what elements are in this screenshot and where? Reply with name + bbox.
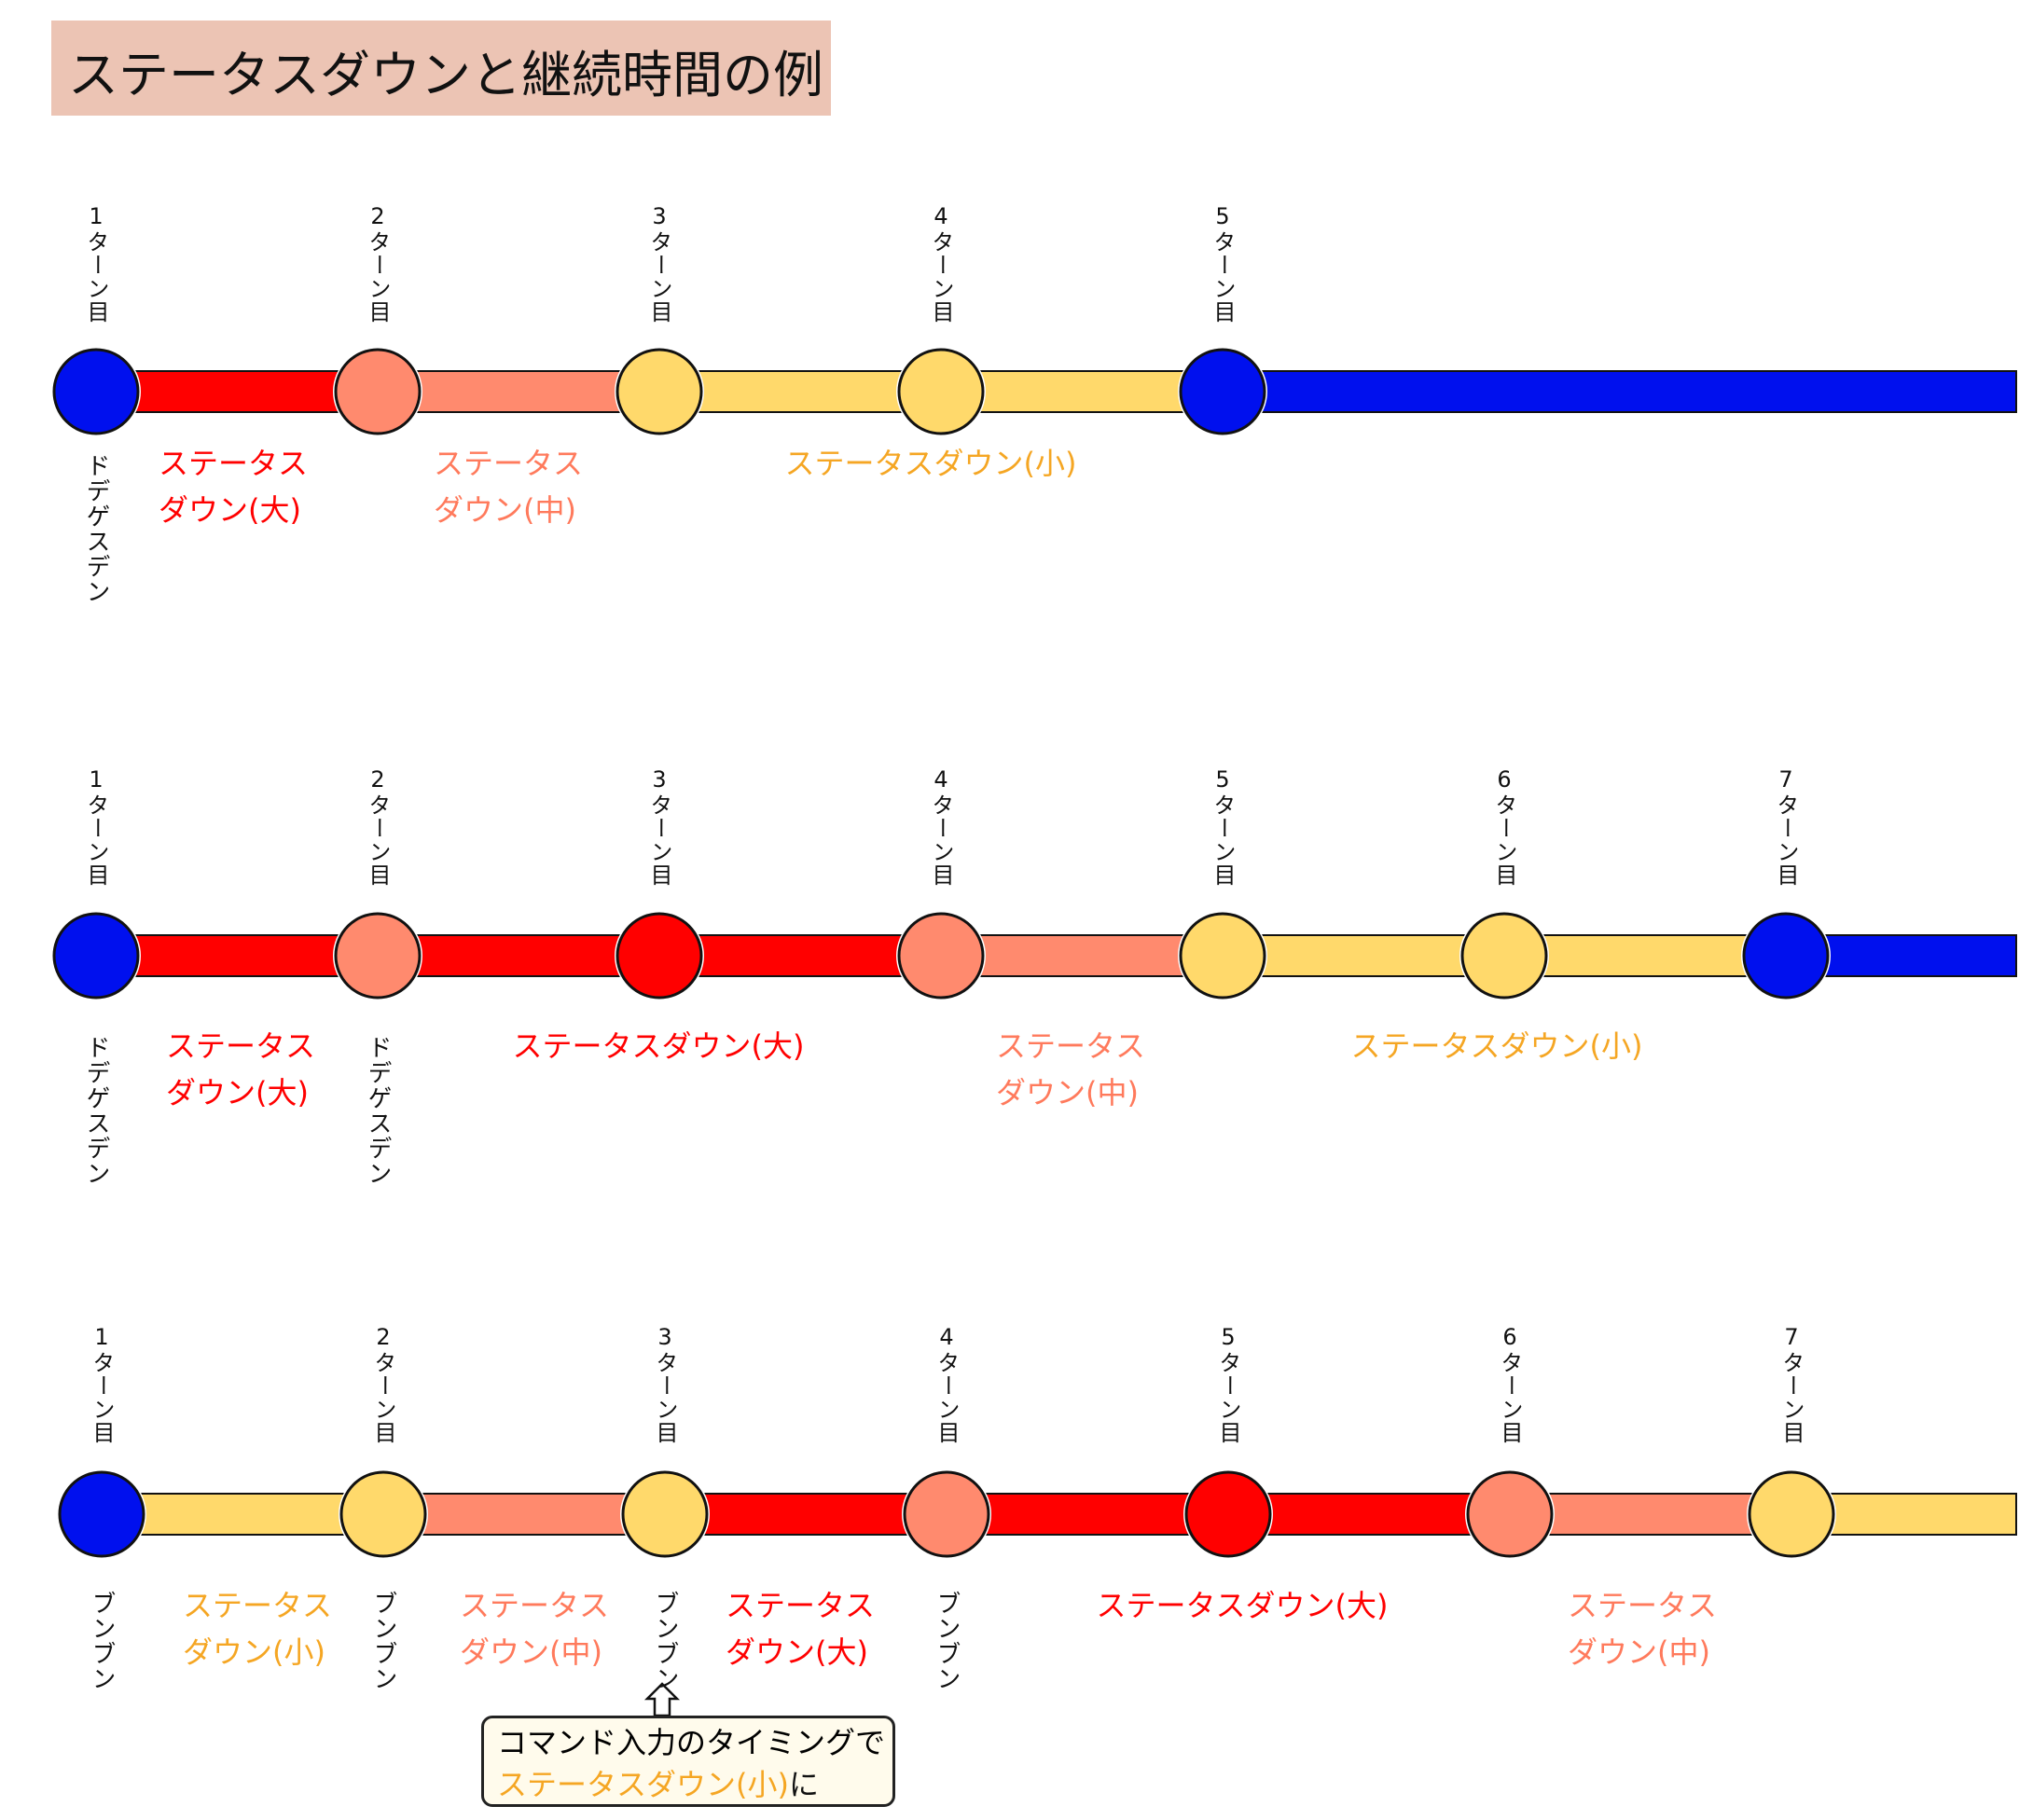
row2-status-label-3-line-2: ダウン(中) [995, 1075, 1139, 1110]
row3-node-3 [621, 1470, 709, 1558]
row3-segment-6 [1509, 1493, 1792, 1536]
row3-status-label-5-line-2: ダウン(中) [1567, 1634, 1710, 1670]
page-title: ステータスダウンと継続時間の例 [68, 46, 823, 104]
row2-segment-5 [1222, 934, 1505, 977]
row1-node-5 [1179, 348, 1266, 435]
row3-status-label-2-line-2: ダウン(中) [459, 1634, 602, 1670]
callout-line1: コマンド入力のタイミングで [497, 1725, 886, 1760]
row2-node-4 [897, 912, 985, 1000]
row2-status-label-4: ステータスダウン(小) [1351, 1023, 1643, 1069]
row1-node-4 [897, 348, 985, 435]
row1-node-1 [52, 348, 140, 435]
row3-segment-2 [382, 1493, 666, 1536]
row3-node-6 [1466, 1470, 1554, 1558]
row2-turn-label-2: 2ターン目 [365, 766, 391, 887]
row3-turn-label-2: 2ターン目 [370, 1324, 396, 1444]
row3-status-label-3: ステータスダウン(大) [726, 1582, 875, 1675]
row1-status-label-3-line-1: ステータスダウン(小) [784, 446, 1077, 481]
row3-status-label-2-line-1: ステータス [459, 1588, 610, 1623]
row3-status-label-5-line-1: ステータス [1567, 1588, 1718, 1623]
row1-status-label-2-line-1: ステータス [433, 446, 584, 481]
row1-turn-label-1: 1ターン目 [83, 203, 109, 324]
row3-turn-label-6: 6ターン目 [1497, 1324, 1523, 1444]
row2-node-1 [52, 912, 140, 1000]
row2-status-label-4-line-1: ステータスダウン(小) [1350, 1028, 1643, 1064]
row2-turn-label-5: 5ターン目 [1210, 766, 1236, 887]
row2-status-label-2-line-1: ステータスダウン(大) [512, 1028, 805, 1064]
callout-line2: ステータスダウン(小) [497, 1767, 789, 1802]
row3-status-label-2: ステータスダウン(中) [460, 1582, 609, 1675]
row3-move-label-3: ブンブン [651, 1591, 679, 1691]
row1-turn-label-3: 3ターン目 [646, 203, 672, 324]
row3-segment-5 [1227, 1493, 1511, 1536]
row1-segment-3 [658, 370, 942, 413]
row2-turn-label-1: 1ターン目 [83, 766, 109, 887]
row1-status-label-2-line-2: ダウン(中) [433, 492, 576, 528]
row1-node-2 [334, 348, 422, 435]
row2-status-label-1-line-1: ステータス [165, 1028, 316, 1064]
row1-turn-label-4: 4ターン目 [928, 203, 954, 324]
row1-status-label-3: ステータスダウン(小) [785, 440, 1077, 487]
row3-node-1 [58, 1470, 145, 1558]
row2-node-3 [615, 912, 703, 1000]
row2-move-label-2: ドデゲスデン [364, 1035, 392, 1186]
row2-status-label-1-line-2: ダウン(大) [165, 1075, 309, 1110]
callout-box: コマンド入力のタイミングで ステータスダウン(小)に [481, 1716, 895, 1807]
row2-status-label-2: ステータスダウン(大) [513, 1023, 805, 1069]
row3-move-label-1: ブンブン [88, 1591, 116, 1691]
row1-status-label-1-line-1: ステータス [158, 446, 309, 481]
row1-move-label-1: ドデゲスデン [82, 453, 110, 604]
callout-line2-suffix: に [788, 1767, 819, 1802]
row2-node-7 [1742, 912, 1830, 1000]
row2-node-6 [1460, 912, 1548, 1000]
row3-turn-label-4: 4ターン目 [934, 1324, 960, 1444]
row3-status-label-3-line-2: ダウン(大) [725, 1634, 868, 1670]
row1-turn-label-5: 5ターン目 [1210, 203, 1236, 324]
row2-status-label-1: ステータスダウン(大) [166, 1023, 315, 1116]
row2-turn-label-4: 4ターン目 [928, 766, 954, 887]
row3-turn-label-3: 3ターン目 [652, 1324, 678, 1444]
row3-status-label-5: ステータスダウン(中) [1568, 1582, 1717, 1675]
row3-node-4 [903, 1470, 990, 1558]
row3-node-7 [1748, 1470, 1835, 1558]
row3-status-label-1-line-1: ステータス [182, 1588, 333, 1623]
row1-turn-label-2: 2ターン目 [365, 203, 391, 324]
row2-turn-label-7: 7ターン目 [1773, 766, 1799, 887]
row1-status-label-2: ステータスダウン(中) [434, 440, 583, 533]
row3-status-label-4-line-1: ステータスダウン(大) [1096, 1588, 1389, 1623]
row3-move-label-4: ブンブン [933, 1591, 961, 1691]
row3-node-2 [339, 1470, 427, 1558]
row1-segment-2 [377, 370, 660, 413]
row3-turn-label-7: 7ターン目 [1778, 1324, 1805, 1444]
title-banner: ステータスダウンと継続時間の例 [51, 21, 831, 116]
row3-segment-3 [664, 1493, 947, 1536]
row1-status-label-1-line-2: ダウン(大) [158, 492, 301, 528]
row2-status-label-3-line-1: ステータス [995, 1028, 1146, 1064]
row2-node-5 [1179, 912, 1266, 1000]
row1-status-label-1: ステータスダウン(大) [159, 440, 308, 533]
row3-turn-label-1: 1ターン目 [89, 1324, 115, 1444]
row3-status-label-4: ステータスダウン(大) [1097, 1582, 1389, 1629]
row3-status-label-3-line-1: ステータス [725, 1588, 876, 1623]
row3-status-label-1: ステータスダウン(小) [183, 1582, 332, 1675]
row3-status-label-1-line-2: ダウン(小) [182, 1634, 325, 1670]
row3-turn-label-5: 5ターン目 [1215, 1324, 1241, 1444]
row1-node-3 [615, 348, 703, 435]
row1-segment-5 [1222, 370, 2017, 413]
row2-segment-4 [940, 934, 1224, 977]
row3-node-5 [1184, 1470, 1272, 1558]
row3-move-label-2: ブンブン [369, 1591, 397, 1691]
row2-node-2 [334, 912, 422, 1000]
row2-move-label-1: ドデゲスデン [82, 1035, 110, 1186]
row2-turn-label-6: 6ターン目 [1491, 766, 1517, 887]
row2-turn-label-3: 3ターン目 [646, 766, 672, 887]
row2-status-label-3: ステータスダウン(中) [996, 1023, 1145, 1116]
